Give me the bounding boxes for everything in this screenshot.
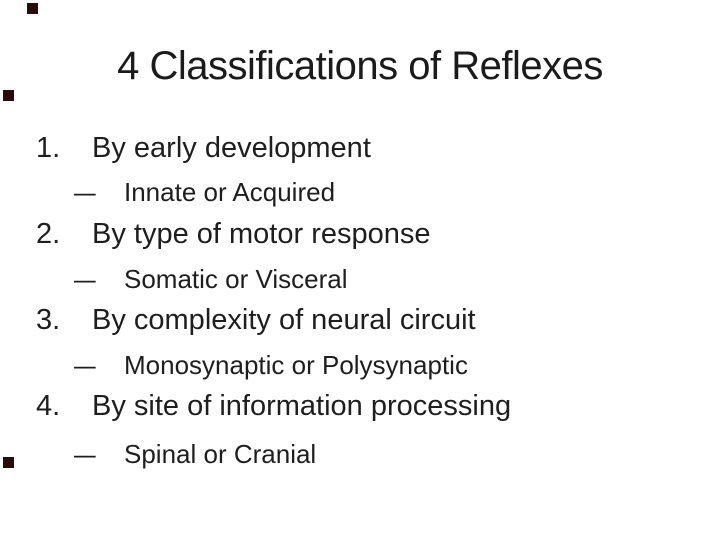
list-item-2: 2. By type of motor response	[0, 220, 720, 260]
list-item-3-text: By complexity of neural circuit	[92, 304, 476, 336]
dash-bullet-4: –	[74, 439, 96, 469]
list-item-4-number: 4.	[36, 390, 61, 422]
accent-square-middle	[3, 90, 14, 101]
sub-item-3-text: Monosynaptic or Polysynaptic	[124, 350, 468, 380]
list-item-1: 1. By early development	[0, 134, 720, 174]
sub-item-1: – Innate or Acquired	[0, 179, 720, 219]
list-item-1-text: By early development	[92, 132, 371, 164]
slide-title: 4 Classifications of Reflexes	[117, 44, 603, 88]
list-item-2-text: By type of motor response	[92, 218, 431, 250]
sub-item-2-text: Somatic or Visceral	[124, 264, 348, 294]
list-item-2-number: 2.	[36, 218, 61, 250]
dash-bullet-2: –	[74, 264, 96, 294]
sub-item-3: – Monosynaptic or Polysynaptic	[0, 352, 720, 392]
list-item-4-text: By site of information processing	[92, 390, 512, 422]
sub-item-1-text: Innate or Acquired	[124, 177, 336, 207]
dash-bullet-1: –	[74, 177, 96, 207]
accent-square-bottom	[3, 457, 14, 468]
list-item-3: 3. By complexity of neural circuit	[0, 306, 720, 346]
accent-square-top	[27, 3, 38, 14]
sub-item-4-text: Spinal or Cranial	[124, 439, 317, 469]
list-item-3-number: 3.	[36, 304, 61, 336]
list-item-4: 4. By site of information processing	[0, 392, 720, 432]
list-item-1-number: 1.	[36, 132, 61, 164]
dash-bullet-3: –	[74, 350, 96, 380]
sub-item-4: – Spinal or Cranial	[0, 441, 720, 481]
sub-item-2: – Somatic or Visceral	[0, 266, 720, 306]
